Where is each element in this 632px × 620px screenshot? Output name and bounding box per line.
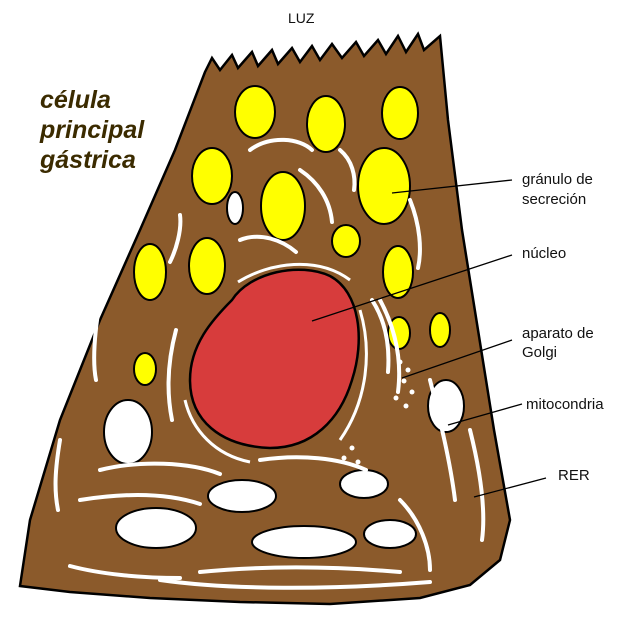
diagram-title-line-1: célula <box>40 86 111 115</box>
label-golgi-line-2: Golgi <box>522 343 557 362</box>
label-mitocondria: mitocondria <box>526 395 604 414</box>
label-granulo-line-2: secreción <box>522 190 586 209</box>
top-label: LUZ <box>288 9 314 28</box>
label-nucleo: núcleo <box>522 244 566 263</box>
label-granulo-line-1: gránulo de <box>522 170 593 189</box>
label-golgi-line-1: aparato de <box>522 324 594 343</box>
diagram-title-line-3: gástrica <box>40 146 136 175</box>
label-rer: RER <box>558 466 590 485</box>
diagram-title-line-2: principal <box>40 116 144 145</box>
